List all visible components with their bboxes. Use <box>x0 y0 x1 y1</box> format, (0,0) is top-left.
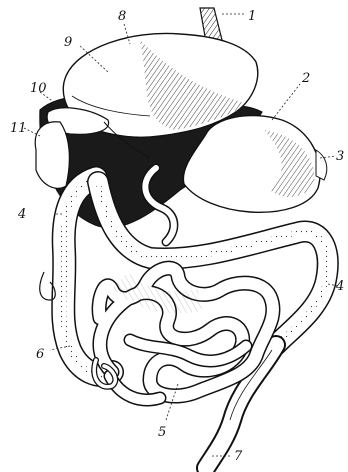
callout-3: 3 <box>336 149 344 164</box>
callout-8: 8 <box>118 9 126 24</box>
callout-4-right: 4 <box>335 279 344 294</box>
callout-10: 10 <box>30 81 47 96</box>
callout-9: 9 <box>64 35 72 50</box>
callout-7: 7 <box>234 449 243 464</box>
callout-1: 1 <box>248 9 256 24</box>
callout-5: 5 <box>158 425 166 440</box>
callout-6: 6 <box>36 347 44 362</box>
callout-4-left: 4 <box>17 207 26 222</box>
callout-11: 11 <box>10 121 27 136</box>
callout-2: 2 <box>301 71 310 86</box>
